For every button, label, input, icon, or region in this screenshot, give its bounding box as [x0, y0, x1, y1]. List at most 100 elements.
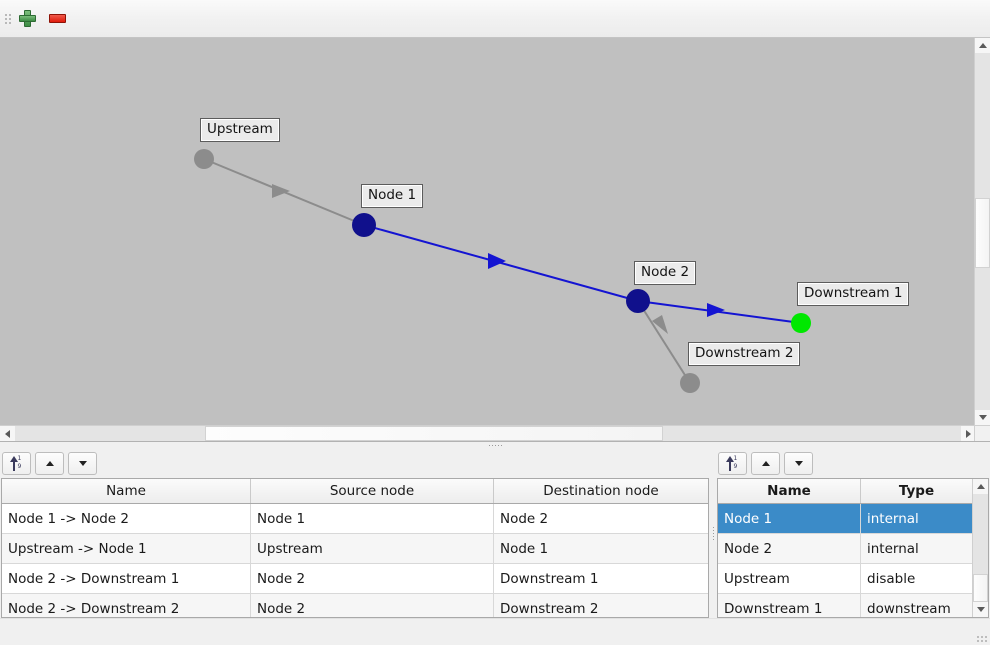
graph-node-upstream[interactable] [194, 149, 214, 169]
nodes-cell-name: Node 2 [718, 533, 861, 564]
nodes-cell-name: Node 1 [718, 503, 861, 534]
graph-node-downstream1[interactable] [791, 313, 811, 333]
graph-node-downstream2[interactable] [680, 373, 700, 393]
horizontal-splitter[interactable] [0, 442, 990, 448]
edges-cell-name: Node 2 -> Downstream 2 [2, 593, 251, 617]
graph-svg [194, 149, 811, 393]
plus-icon [18, 10, 36, 27]
table-row[interactable]: Node 2 -> Downstream 1 Node 2 Downstream… [2, 563, 708, 594]
nodes-vertical-scrollbar[interactable] [972, 479, 988, 617]
chevron-down-icon [978, 415, 987, 420]
add-node-button[interactable] [12, 5, 42, 33]
graph-scroll-left-button[interactable] [0, 426, 15, 441]
nodes-cell-type: downstream [860, 593, 972, 617]
chevron-left-icon [5, 429, 10, 438]
graph-node-label-downstream1[interactable]: Downstream 1 [797, 282, 910, 306]
table-row[interactable]: Node 2 -> Downstream 2 Node 2 Downstream… [2, 593, 708, 617]
nodes-column-header-type[interactable]: Type [860, 479, 972, 504]
edges-cell-source: Node 2 [250, 563, 494, 594]
table-row[interactable]: Node 1 -> Node 2 Node 1 Node 2 [2, 503, 708, 534]
edges-cell-destination: Downstream 2 [493, 593, 708, 617]
edges-cell-source: Node 2 [250, 593, 494, 617]
nodes-cell-type: internal [860, 503, 972, 534]
graph-node-label-node1[interactable]: Node 1 [361, 184, 424, 208]
table-row[interactable]: Upstream -> Node 1 Upstream Node 1 [2, 533, 708, 564]
graph-vertical-scrollbar[interactable] [974, 38, 990, 425]
nodes-move-up-button[interactable] [751, 451, 780, 475]
edges-column-header-source[interactable]: Source node [250, 479, 494, 504]
graph-scroll-up-button[interactable] [975, 38, 990, 53]
graph-edge-node2-downstream2[interactable] [637, 300, 691, 384]
minus-icon [48, 14, 66, 23]
remove-node-button[interactable] [42, 5, 72, 33]
window-resize-grip[interactable] [976, 631, 988, 643]
vertical-splitter[interactable] [710, 448, 716, 618]
nodes-scroll-down-button[interactable] [973, 602, 988, 617]
graph-hscroll-thumb[interactable] [205, 426, 663, 441]
table-row[interactable]: Upstream disable [718, 563, 972, 594]
edges-cell-destination: Node 2 [493, 503, 708, 534]
graph-scroll-down-button[interactable] [975, 410, 990, 425]
chevron-up-icon [976, 484, 985, 489]
nodes-scroll-up-button[interactable] [973, 479, 988, 494]
graph-edge-node1-node2[interactable] [363, 224, 639, 302]
edges-cell-destination: Node 1 [493, 533, 708, 564]
graph-node-node2[interactable] [626, 289, 650, 313]
nodes-table-header-row: Name Type [718, 479, 972, 504]
toolbar-drag-handle[interactable] [3, 8, 12, 30]
graph-edge-node2-downstream1[interactable] [637, 300, 802, 324]
table-row[interactable]: Node 1 internal [718, 503, 972, 534]
graph-node-label-upstream[interactable]: Upstream [200, 118, 280, 142]
edges-table-shell: Name Source node Destination node Node 1… [1, 478, 709, 618]
nodes-table[interactable]: Name Type Node 1 internal Node 2 interna… [718, 479, 972, 617]
edges-cell-source: Upstream [250, 533, 494, 564]
main-toolbar [0, 0, 990, 38]
nodes-table-body: Node 1 internal Node 2 internal Upstream… [718, 503, 972, 617]
edges-cell-name: Upstream -> Node 1 [2, 533, 251, 564]
edges-column-header-name[interactable]: Name [2, 479, 251, 504]
graph-canvas[interactable]: Upstream Node 1 Node 2 Downstream 1 Down… [0, 38, 976, 425]
triangle-down-icon [78, 460, 87, 466]
graph-scroll-right-button[interactable] [961, 426, 976, 441]
graph-node-label-downstream2[interactable]: Downstream 2 [688, 342, 801, 366]
nodes-move-down-button[interactable] [784, 451, 813, 475]
edges-move-up-button[interactable] [35, 451, 64, 475]
chevron-up-icon [978, 43, 987, 48]
edges-table-header-row: Name Source node Destination node [2, 479, 708, 504]
graph-vscroll-thumb[interactable] [975, 198, 990, 268]
edges-cell-name: Node 2 -> Downstream 1 [2, 563, 251, 594]
chevron-right-icon [966, 429, 971, 438]
scrollbar-corner [974, 425, 990, 441]
nodes-table-shell: Name Type Node 1 internal Node 2 interna… [717, 478, 989, 618]
edges-move-down-button[interactable] [68, 451, 97, 475]
graph-view[interactable]: Upstream Node 1 Node 2 Downstream 1 Down… [0, 38, 990, 442]
nodes-column-header-name[interactable]: Name [718, 479, 861, 504]
edges-column-header-destination[interactable]: Destination node [493, 479, 708, 504]
nodes-vscroll-thumb[interactable] [973, 574, 988, 602]
table-row[interactable]: Downstream 1 downstream [718, 593, 972, 617]
nodes-cell-type: internal [860, 533, 972, 564]
status-bar [0, 618, 990, 645]
triangle-down-icon [794, 460, 803, 466]
triangle-up-icon [761, 460, 770, 466]
edges-cell-destination: Downstream 1 [493, 563, 708, 594]
graph-horizontal-scrollbar[interactable] [0, 425, 976, 441]
splitter-grip-icon [488, 444, 502, 446]
nodes-cell-name: Upstream [718, 563, 861, 594]
table-row[interactable]: Node 2 internal [718, 533, 972, 564]
graph-node-node1[interactable] [352, 213, 376, 237]
edges-table[interactable]: Name Source node Destination node Node 1… [2, 479, 708, 617]
pane-splitter-grip-icon [712, 526, 714, 540]
graph-edge-upstream-node1[interactable] [203, 158, 365, 226]
graph-node-label-node2[interactable]: Node 2 [634, 261, 697, 285]
